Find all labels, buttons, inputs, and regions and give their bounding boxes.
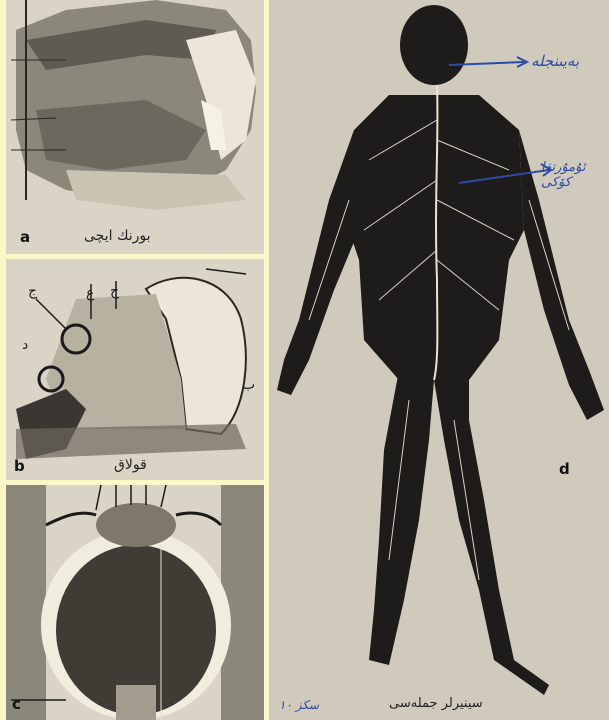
panel-b-letter: b — [14, 457, 25, 475]
panel-a-caption: بورنك ايچى — [84, 228, 151, 244]
nervous-system-figure — [269, 0, 609, 720]
page-reference: سكز ١٠ — [279, 698, 319, 712]
ear-label-4: د — [22, 337, 28, 353]
nose-illustration — [6, 0, 264, 254]
ear-illustration — [6, 259, 264, 480]
panel-b-caption: قولاق — [114, 457, 147, 473]
ear-label-2: ع — [86, 285, 94, 301]
annotation-brain: بەيىنجلە — [531, 52, 579, 70]
ear-label-1: ج — [28, 283, 37, 299]
panel-d-caption: سينيرلر جمله‌سى — [389, 696, 483, 711]
panel-nervous-system: بەيىنجلە ئۇمۇرتقا كۆكى d سينيرلر جمله‌سى… — [269, 0, 609, 720]
panel-d-letter: d — [559, 460, 570, 478]
annotation-spinal-cord: ئۇمۇرتقا كۆكى — [541, 160, 609, 190]
panel-eye: c — [6, 485, 264, 720]
eye-illustration — [6, 485, 264, 720]
panel-nose-interior: a بورنك ايچى — [6, 0, 264, 254]
ear-label-5: ب — [242, 377, 255, 393]
ear-label-3: ح — [110, 283, 119, 299]
panel-c-letter: c — [12, 695, 21, 713]
panel-ear: ج ع ح د ب b قولاق — [6, 259, 264, 480]
panel-a-letter: a — [20, 228, 30, 246]
